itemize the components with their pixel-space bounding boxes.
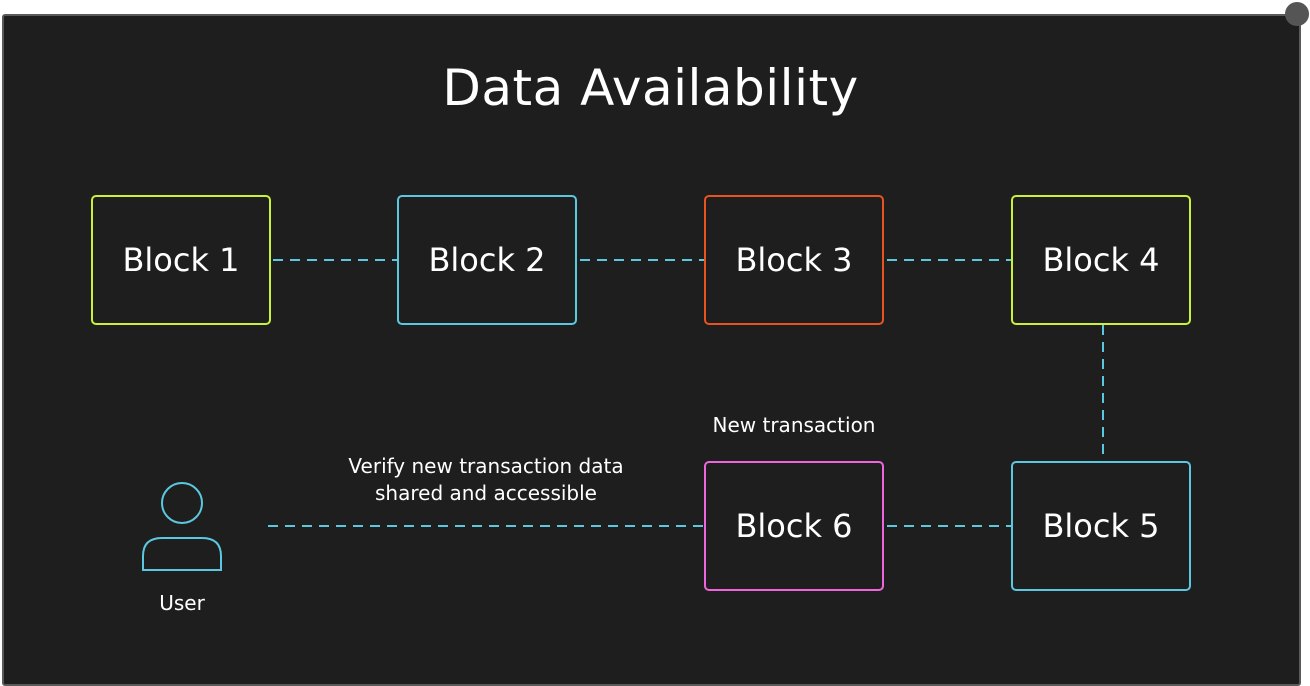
block-5[interactable]: Block 5 — [1011, 461, 1191, 591]
block-6[interactable]: Block 6 — [704, 461, 884, 591]
verify-annotation-line1: Verify new transaction data — [348, 454, 624, 478]
block-1[interactable]: Block 1 — [91, 195, 271, 325]
diagram-title: Data Availability — [442, 59, 859, 117]
block-1-label: Block 1 — [122, 241, 240, 279]
user-icon — [142, 482, 222, 571]
user-label: User — [159, 591, 205, 615]
block-2-label: Block 2 — [428, 241, 546, 279]
block-3-label: Block 3 — [735, 241, 853, 279]
block-3[interactable]: Block 3 — [704, 195, 884, 325]
block-4-label: Block 4 — [1042, 241, 1160, 279]
block-5-label: Block 5 — [1042, 507, 1160, 545]
block-6-label: Block 6 — [735, 507, 853, 545]
block-2[interactable]: Block 2 — [397, 195, 577, 325]
new-transaction-label: New transaction — [712, 413, 876, 437]
block-4[interactable]: Block 4 — [1011, 195, 1191, 325]
resize-handle[interactable] — [1285, 2, 1309, 26]
verify-annotation-line2: shared and accessible — [375, 481, 597, 505]
verify-annotation: Verify new transaction data shared and a… — [316, 453, 656, 507]
